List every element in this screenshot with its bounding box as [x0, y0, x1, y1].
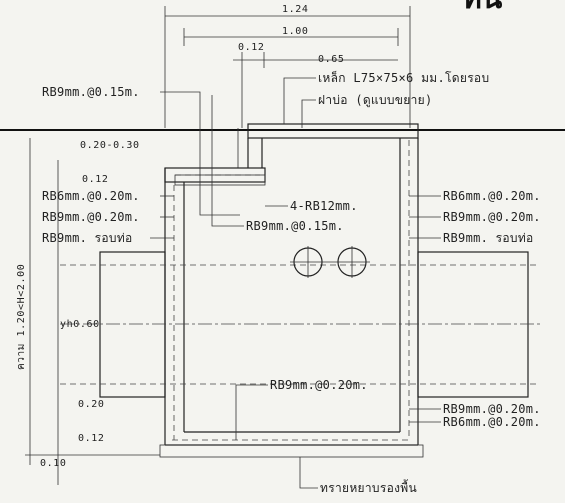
- label-rb9-020-bottom: RB9mm.@0.20m.: [270, 378, 368, 392]
- label-rb12: 4-RB12mm.: [290, 199, 358, 213]
- dim-pipe-level: yh0.60: [60, 319, 100, 330]
- label-cover: ฝาบ่อ (ดูแบบขยาย): [318, 93, 433, 108]
- label-rb9-020-right: RB9mm.@0.20m.: [443, 210, 541, 224]
- rb12-bundle: [174, 174, 266, 186]
- leader-rb9-020-bottom: [235, 384, 268, 440]
- leader-steel-frame: [283, 77, 316, 124]
- label-sand-base: ทรายหยาบรองพื้น: [320, 479, 417, 495]
- cover-slab: [247, 123, 419, 139]
- leader-rb9-015-center: [211, 95, 244, 227]
- label-rb9-020-left: RB9mm.@0.20m.: [42, 210, 140, 224]
- dim-bottom-slab: 0.12: [78, 433, 104, 444]
- drawing-title: ทีนั: [462, 0, 503, 16]
- label-rb9-020-bottom-right: RB9mm.@0.20m.: [443, 402, 541, 416]
- dim-inner-width: 1.00: [282, 26, 308, 37]
- leader-cover: [301, 99, 316, 128]
- label-rb6-020-right: RB6mm.@0.20m.: [443, 189, 541, 203]
- label-rb6-020-bottom-right: RB6mm.@0.20m.: [443, 415, 541, 429]
- dim-wall-thickness: 0.12: [238, 42, 264, 53]
- label-rb9-around-pipe-right: RB9mm. รอบท่อ: [443, 231, 534, 245]
- pipe-right: [417, 251, 529, 398]
- label-steel-frame: เหล็ก L75×75×6 มม.โดยรอบ: [318, 70, 489, 85]
- leader-rb9-015-left: [160, 91, 240, 216]
- label-rb6-020-left: RB6mm.@0.20m.: [42, 189, 140, 203]
- leader-sand-base: [299, 457, 318, 489]
- dim-slab-top: 0.12: [82, 174, 108, 185]
- label-rb9-around-pipe-left: RB9mm. รอบท่อ: [42, 231, 133, 245]
- dim-cover-gap: 0.20-0.30: [80, 140, 140, 151]
- sand-base: [159, 444, 424, 458]
- label-rb9-015-center: RB9mm.@0.15m.: [246, 219, 344, 233]
- label-rb9-015-left: RB9mm.@0.15m.: [42, 85, 140, 99]
- dim-depth: ความ 1.20<H<2.00: [16, 264, 27, 370]
- dim-top-offset: 0.65: [318, 54, 344, 65]
- dim-bottom-wall: 0.20: [78, 399, 104, 410]
- pipe-left: [99, 251, 166, 398]
- dim-base-sand: 0.10: [40, 458, 66, 469]
- dim-total-width: 1.24: [282, 4, 308, 15]
